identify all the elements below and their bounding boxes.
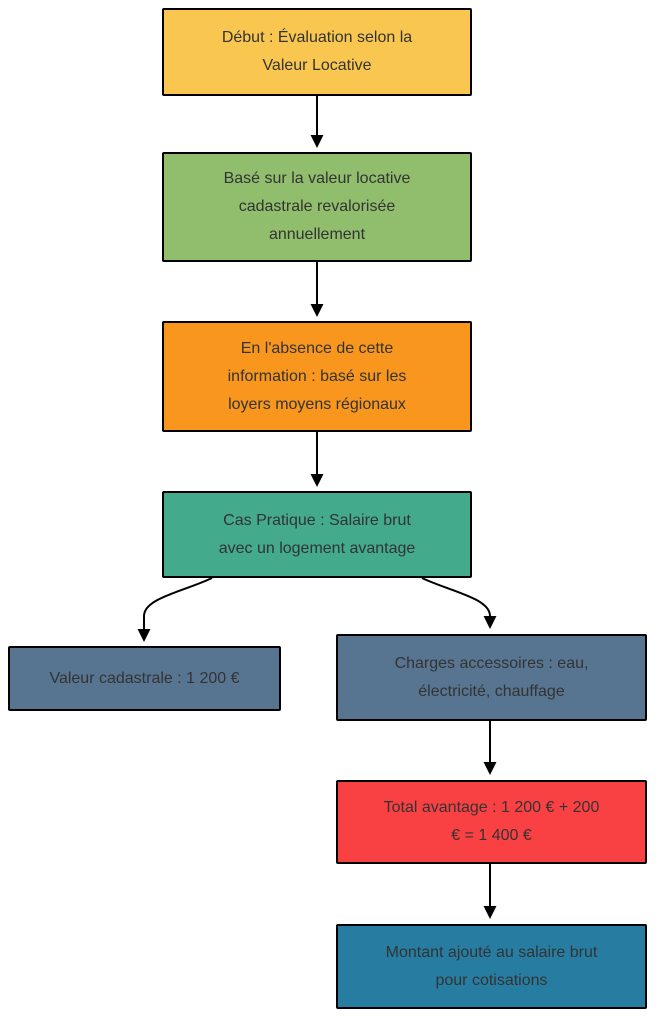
node-debut-line-2: Valeur Locative [262,57,372,74]
node-montant-ajoute-line-1: Montant ajouté au salaire brut [385,943,598,961]
node-total-avantage: Total avantage : 1 200 € + 200 € = 1 400… [336,780,647,864]
node-absence-info-line-1: En l'absence de cette [240,339,394,357]
arrow-cas-to-charges [421,577,497,629]
node-montant-ajoute-line-2: pour cotisations [435,971,548,989]
node-charges-accessoires-line-2: électricité, chauffage [418,682,565,700]
node-absence-info: En l'absence de cette information : basé… [162,321,472,432]
node-debut-line-1: Début : Évaluation selon la [221,29,413,46]
node-absence-info-line-2: information : basé sur les [227,367,407,385]
node-base-valeur-line-1: Basé sur la valeur locative [223,170,411,187]
node-base-valeur-line-3: annuellement [268,226,366,243]
node-cas-pratique-line-2: avec un logement avantage [218,539,416,557]
node-base-valeur-line-2: cadastrale revalorisée [238,198,396,215]
node-cas-pratique: Cas Pratique : Salaire brut avec un loge… [162,491,472,578]
node-valeur-cadastrale-line-1: Valeur cadastrale : 1 200 € [49,669,240,687]
node-total-avantage-line-2: € = 1 400 € [451,827,532,844]
node-valeur-cadastrale: Valeur cadastrale : 1 200 € [8,646,281,711]
node-charges-accessoires-line-1: Charges accessoires : eau, [394,654,589,672]
node-base-valeur: Basé sur la valeur locative cadastrale r… [162,152,472,262]
arrow-cas-to-valeur-cadastrale [137,577,213,642]
node-cas-pratique-line-1: Cas Pratique : Salaire brut [223,511,411,529]
node-montant-ajoute: Montant ajouté au salaire brut pour coti… [336,924,647,1009]
node-absence-info-line-3: loyers moyens régionaux [228,395,406,413]
node-debut: Début : Évaluation selon la Valeur Locat… [162,8,472,96]
node-total-avantage-line-1: Total avantage : 1 200 € + 200 [383,799,600,816]
node-charges-accessoires: Charges accessoires : eau, électricité, … [336,634,647,721]
